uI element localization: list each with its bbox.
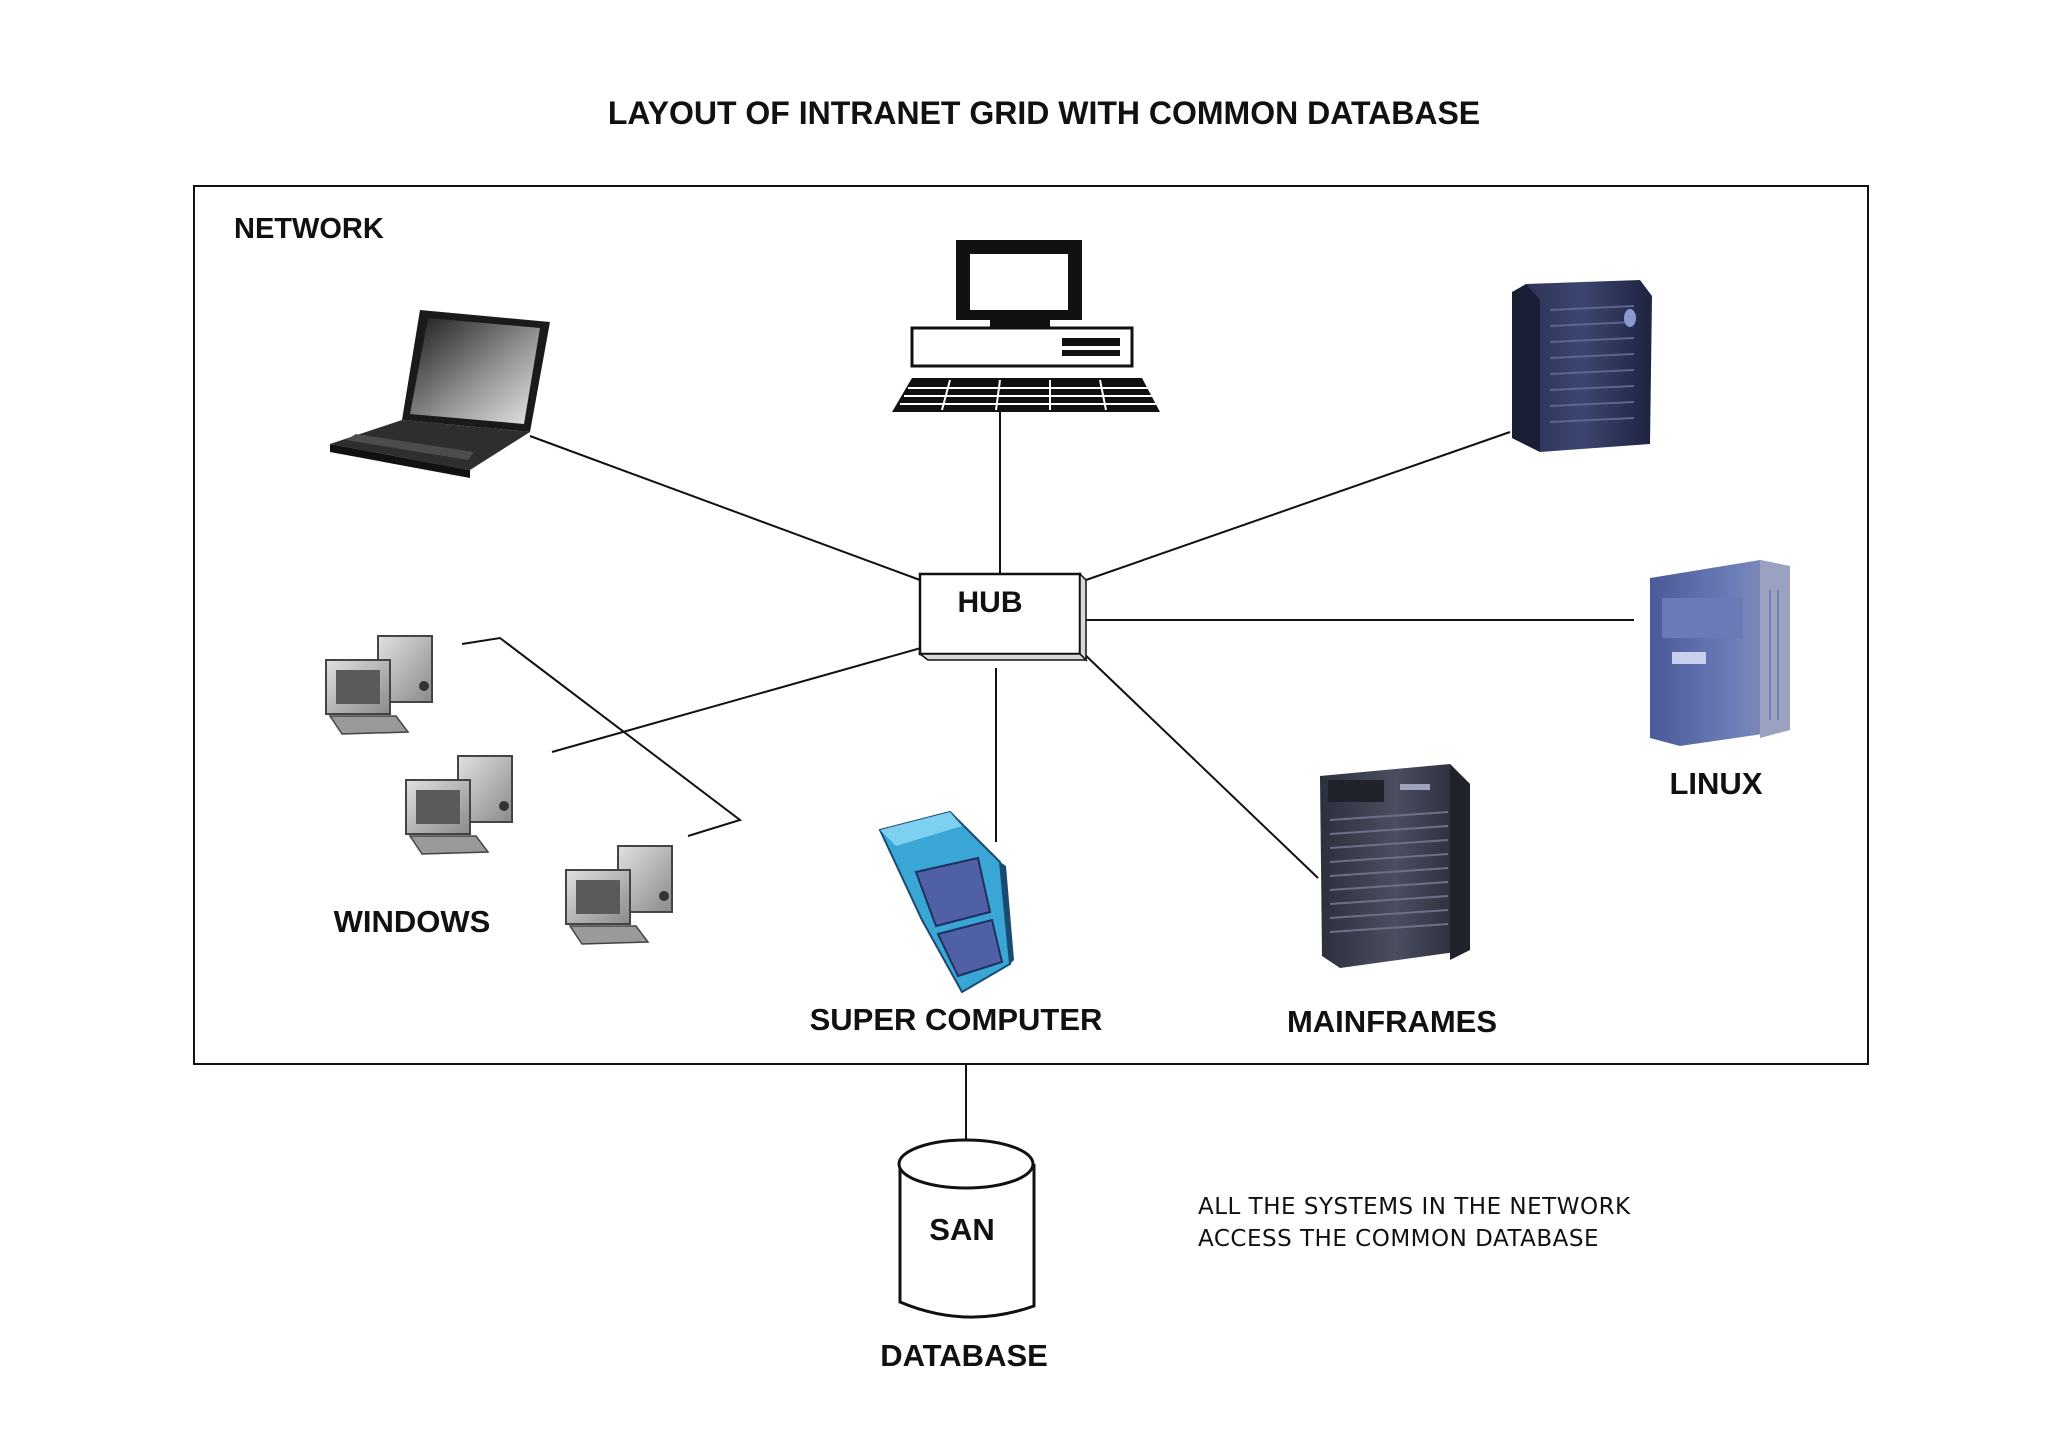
hub-icon: HUB: [917, 572, 1088, 662]
diagram-title: LAYOUT OF INTRANET GRID WITH COMMON DATA…: [608, 95, 1480, 131]
link-tower-hub: [1085, 431, 1511, 581]
link-mainframe-hub: [1079, 649, 1319, 879]
supercomputer-icon: [878, 810, 1014, 994]
mainframes-label: MAINFRAMES: [1287, 1004, 1497, 1039]
san-label: SAN: [929, 1212, 994, 1247]
tower-server-icon: [1512, 280, 1652, 452]
note-line-2: ACCESS THE COMMON DATABASE: [1198, 1226, 1599, 1252]
linux-server-icon: [1650, 560, 1790, 746]
note-line-1: ALL THE SYSTEMS IN THE NETWORK: [1198, 1194, 1631, 1220]
network-boundary: [193, 185, 1869, 1065]
laptop-icon: [330, 310, 550, 478]
hub-label: HUB: [958, 586, 1023, 619]
mainframe-icon: [1320, 764, 1470, 968]
windows-label: WINDOWS: [334, 904, 491, 939]
super-computer-label: SUPER COMPUTER: [810, 1002, 1103, 1037]
linux-label: LINUX: [1670, 766, 1763, 801]
database-label: DATABASE: [880, 1338, 1048, 1373]
connection-lines: [461, 412, 1634, 1142]
link-windows-group: [461, 636, 743, 837]
network-label: NETWORK: [234, 213, 384, 245]
desktop-computer-icon: [892, 240, 1160, 412]
link-windows-hub: [551, 645, 929, 753]
database-cylinder-icon: SAN: [897, 1138, 1036, 1319]
link-laptop-hub: [529, 435, 921, 581]
windows-pc-icon: [325, 635, 673, 945]
